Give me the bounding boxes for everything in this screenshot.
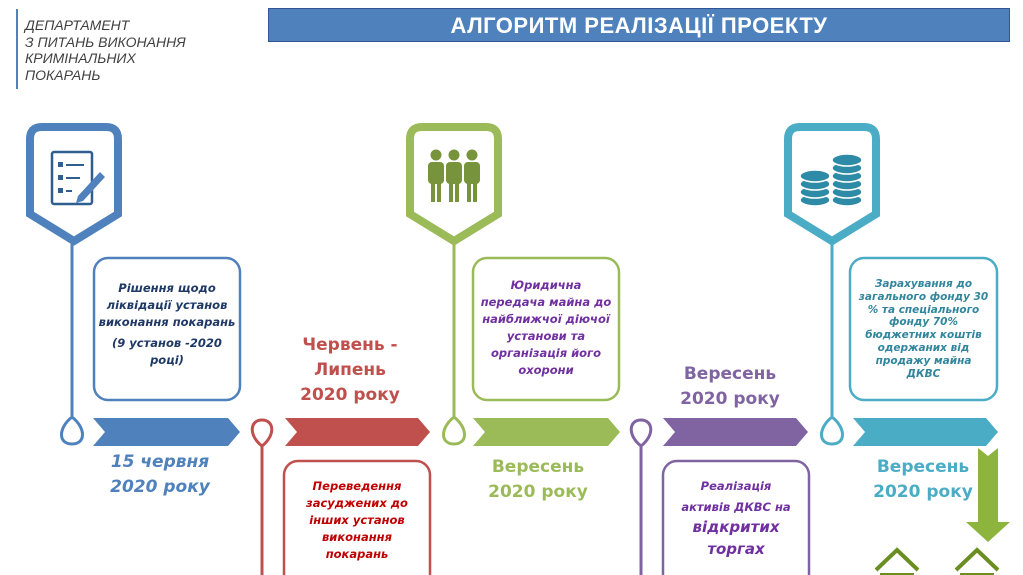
teal-loop	[820, 415, 844, 446]
red-loop	[250, 418, 274, 448]
green-box-frame	[471, 256, 621, 402]
blue-loop	[60, 415, 84, 446]
department-name: ДЕПАРТАМЕНТ З ПИТАНЬ ВИКОНАННЯ КРИМІНАЛЬ…	[25, 17, 186, 83]
box-line: організація його	[491, 346, 601, 360]
step-3-date: Вересень 2020 року	[468, 455, 608, 505]
date-line: Вересень	[876, 457, 970, 477]
department-line: КРИМІНАЛЬНИХ	[25, 50, 136, 66]
box-line: активів ДКВС на	[681, 500, 791, 514]
green-arrow	[473, 418, 620, 446]
date-line: 2020 року	[300, 385, 400, 405]
blue-shield	[26, 123, 122, 246]
box-line: установи та	[506, 329, 586, 343]
box-line: фонду 70%	[889, 316, 958, 329]
box-line: ліквідації установ	[106, 298, 228, 312]
box-line: покарань	[325, 547, 389, 561]
date-line: 2020 року	[680, 389, 780, 409]
people-group-icon	[428, 149, 480, 202]
green-loop	[442, 415, 466, 446]
box-line: виконання покарань	[98, 315, 236, 329]
box-line: охорони	[518, 363, 574, 377]
department-line: З ПИТАНЬ ВИКОНАННЯ	[25, 33, 186, 50]
box-line: виконання	[321, 530, 393, 544]
house-icons	[874, 547, 1000, 575]
date-line: Липень	[314, 360, 386, 380]
box-line: продажу майна	[875, 354, 972, 367]
box-line: відкритих	[692, 518, 780, 536]
box-line: Реалізація	[700, 479, 772, 493]
step-5-date: Вересень 2020 року	[853, 455, 993, 505]
box-line: найближчої діючої	[482, 312, 610, 326]
box-line: засуджених до	[306, 496, 408, 510]
step-4-date: Вересень 2020 року	[660, 362, 800, 412]
coin-stacks-icon	[799, 153, 863, 207]
date-line: Вересень	[491, 457, 585, 477]
box-line: одержаних від	[877, 341, 970, 354]
box-line: передача майна до	[480, 295, 612, 309]
step-2-box: Переведення засуджених до інших установ …	[286, 478, 428, 563]
box-line: % та спеціального	[867, 303, 980, 316]
step-3-box: Юридична передача майна до найближчої ді…	[475, 277, 617, 379]
box-line: Юридична	[510, 278, 582, 292]
step-5-box: Зарахування до загального фонду 30 % та …	[852, 278, 995, 380]
date-line: 15 червня	[110, 452, 210, 472]
blue-arrow	[93, 418, 240, 446]
department-line: ДЕПАРТАМЕНТ	[25, 17, 130, 33]
step-2-date: Червень - Липень 2020 року	[280, 333, 420, 408]
date-line: 2020 року	[488, 482, 588, 502]
box-line: торгах	[707, 540, 765, 558]
date-line: Червень -	[302, 335, 398, 355]
box-line: бюджетних коштів	[865, 329, 982, 342]
down-arrow-icon	[966, 448, 1010, 542]
box-line: Рішення щодо	[118, 281, 216, 295]
teal-box-frame	[848, 256, 999, 402]
date-line: Вересень	[683, 364, 777, 384]
box-line: інших установ	[309, 513, 405, 527]
step-1-box: Рішення щодо ліквідації установ виконанн…	[96, 280, 238, 369]
box-line: ДКВС	[906, 367, 941, 380]
date-line: 2020 року	[873, 482, 973, 502]
blue-box-frame	[92, 256, 242, 402]
checklist-edit-icon	[50, 150, 105, 206]
date-line: 2020 року	[110, 477, 210, 497]
department-line: ПОКАРАНЬ	[25, 66, 101, 83]
purple-arrow	[663, 418, 808, 446]
teal-arrow	[853, 418, 998, 446]
red-box-frame	[282, 459, 432, 575]
purple-box-frame	[661, 459, 811, 575]
step-4-box: Реалізація активів ДКВС на відкритих тор…	[665, 478, 807, 560]
box-line: Переведення	[312, 479, 402, 493]
box-line: Зарахування до	[874, 278, 973, 290]
box-line: загального фонду 30	[858, 290, 989, 303]
purple-loop	[629, 418, 653, 448]
header-divider	[16, 9, 18, 89]
step-1-date: 15 червня 2020 року	[90, 450, 230, 500]
box-line: (9 установ -2020 році)	[112, 336, 222, 367]
red-arrow	[285, 418, 430, 446]
page-title: АЛГОРИТМ РЕАЛІЗАЦІЇ ПРОЕКТУ	[268, 8, 1010, 42]
